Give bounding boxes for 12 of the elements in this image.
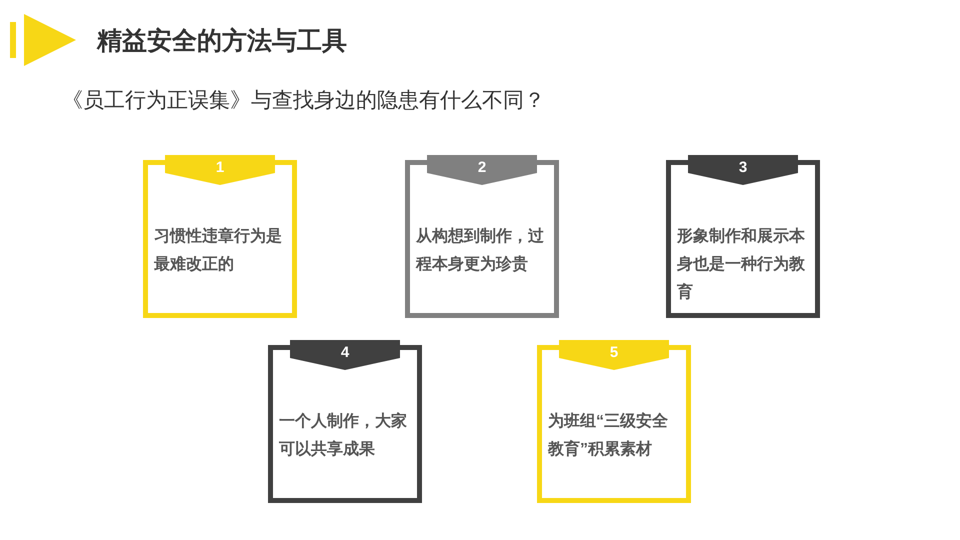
card-text: 形象制作和展示本身也是一种行为教育 xyxy=(677,226,806,303)
step-number: 2 xyxy=(476,158,488,178)
subtitle: 《员工行为正误集》与查找身边的隐患有什么不同？ xyxy=(62,88,545,114)
card-text: 从构想到制作，过程本身更为珍贵 xyxy=(416,226,545,275)
card-text: 一个人制作，大家可以共享成果 xyxy=(279,411,408,460)
card-text: 习惯性违章行为是最难改正的 xyxy=(154,226,283,275)
slide-title: 精益安全的方法与工具 xyxy=(97,26,347,57)
step-number: 5 xyxy=(608,343,620,363)
step-number: 3 xyxy=(738,158,748,178)
card-text: 为班组“三级安全教育”积累素材 xyxy=(548,411,669,460)
step-number: 1 xyxy=(214,158,226,178)
step-number: 4 xyxy=(340,343,350,363)
